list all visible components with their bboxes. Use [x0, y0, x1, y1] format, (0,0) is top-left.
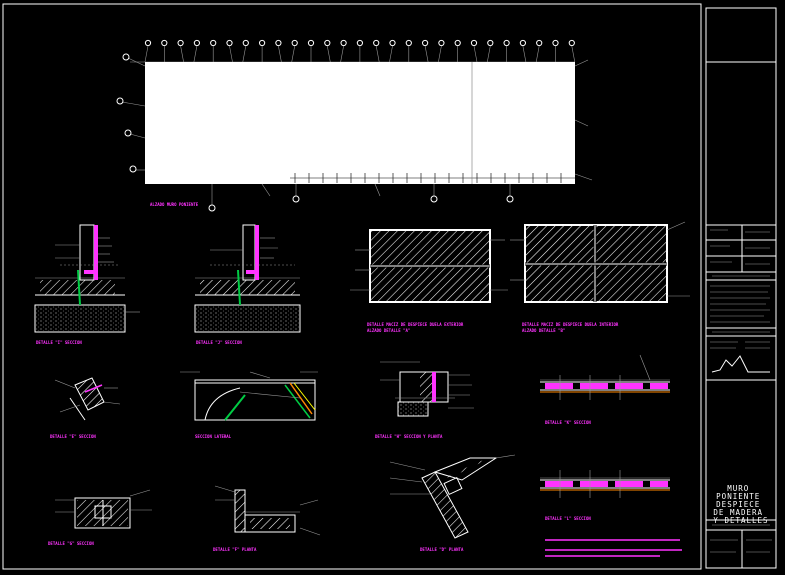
grid-bubble — [536, 39, 543, 47]
detail-f-plan: DETALLE "F" PLANTA — [213, 485, 321, 552]
grid-bubble — [242, 39, 249, 47]
grid-bubble — [307, 39, 315, 47]
panel-exterior-sublabel: ALZADO DETALLE "A" — [367, 328, 410, 333]
detail-f-label: DETALLE "F" PLANTA — [213, 547, 257, 552]
grid-bubble — [177, 39, 184, 47]
detail-j-label: DETALLE "J" SECCION — [196, 340, 242, 345]
detail-h-label: DETALLE "H" SECCION Y PLANTA — [375, 434, 443, 439]
grid-bubble — [226, 39, 233, 47]
detail-d-plan: DETALLE "D" PLANTA — [389, 454, 516, 552]
grid-bubble — [389, 39, 396, 47]
grid-bubble — [438, 39, 445, 47]
grid-bubble — [454, 39, 461, 47]
grid-bubble — [373, 39, 380, 47]
grid-bubble — [568, 39, 575, 47]
grid-bubble — [405, 39, 412, 47]
grid-bubble — [552, 39, 559, 47]
panel-exterior-label: DETALLE MACIZ DE DESPIECE DUELA EXTERIOR — [367, 322, 464, 327]
sheet-border — [2, 3, 702, 570]
detail-d-label: DETALLE "D" PLANTA — [420, 547, 464, 552]
detail-g-section: DETALLE "G" SECCION — [48, 489, 152, 546]
detail-i-label: DETALLE "I" SECCION — [36, 340, 82, 345]
panel-exterior-elevation: DETALLE MACIZ DE DESPIECE DUELA EXTERIOR… — [350, 229, 508, 333]
detail-k-label: DETALLE "K" SECCION — [545, 420, 591, 425]
main-elevation-label: ALZADO MURO PONIENTE — [150, 202, 199, 207]
title-block: MURO PONIENTE DESPIECE DE MADERA Y DETAL… — [705, 7, 777, 569]
lateral-section-label: SECCION LATERAL — [195, 434, 232, 439]
lateral-section: SECCION LATERAL — [180, 371, 318, 439]
panel-interior-label: DETALLE MACIZ DE DESPIECE DUELA INTERIOR — [522, 322, 619, 327]
panel-interior-elevation: DETALLE MACIZ DE DESPIECE DUELA INTERIOR… — [510, 221, 690, 333]
grid-bubble — [324, 39, 331, 47]
detail-e-section: DETALLE "E" SECCION — [50, 377, 121, 439]
detail-e-label: DETALLE "E" SECCION — [50, 434, 96, 439]
main-elevation: ALZADO MURO PONIENTE — [116, 39, 593, 212]
detail-l-label: DETALLE "L" SECCION — [545, 516, 591, 521]
detail-section-j: DETALLE "J" SECCION — [194, 224, 301, 345]
grid-bubble — [503, 39, 510, 47]
grid-bubble — [470, 39, 478, 47]
grid-bubble — [275, 39, 282, 47]
grid-bubble — [291, 39, 298, 47]
detail-g-label: DETALLE "G" SECCION — [48, 541, 94, 546]
wall-elevation-panel — [145, 62, 575, 184]
grid-bubbles — [144, 39, 576, 63]
grid-bubble — [210, 39, 217, 47]
grid-bubble — [340, 39, 347, 47]
grid-bubble — [356, 39, 363, 47]
grid-bubble — [161, 39, 168, 47]
detail-h-section-plan: DETALLE "H" SECCION Y PLANTA — [375, 361, 474, 439]
grid-bubble — [193, 39, 200, 47]
title-block-title: MURO PONIENTE DESPIECE DE MADERA Y DETAL… — [713, 484, 768, 525]
detail-l-section: DETALLE "L" SECCION — [540, 470, 682, 557]
panel-interior-sublabel: ALZADO DETALLE "B" — [522, 328, 565, 333]
detail-k-section: DETALLE "K" SECCION — [540, 354, 670, 425]
grid-bubble — [259, 39, 266, 47]
grid-bubble — [422, 39, 429, 47]
grid-bubble — [487, 39, 494, 47]
grid-bubble — [519, 39, 527, 47]
grid-bubble — [144, 39, 152, 47]
detail-section-i: DETALLE "I" SECCION — [34, 224, 140, 345]
